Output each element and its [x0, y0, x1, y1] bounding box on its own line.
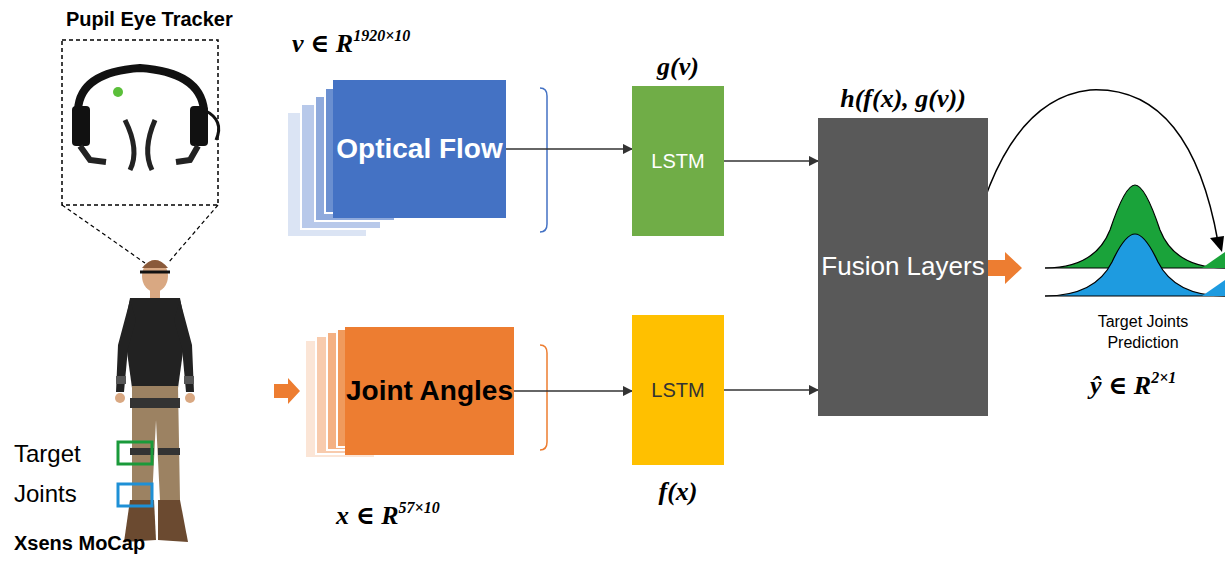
connector [506, 148, 632, 150]
math-superscript: 2×1 [1151, 369, 1176, 386]
box-text: Fusion Layers [821, 252, 984, 282]
flow-arrow [274, 378, 300, 404]
lstm-box: LSTMf(x) [632, 315, 724, 465]
fusion-box: h(f(x), g(v))Fusion Layers [818, 118, 988, 416]
target-joint-marker [118, 484, 152, 506]
function-label: h(f(x), g(v)) [840, 84, 966, 114]
box-text: Joint Angles [346, 375, 513, 407]
device-label: Pupil Eye Tracker [66, 8, 233, 30]
box-text: LSTM [651, 150, 704, 173]
connector [724, 389, 818, 391]
label-group: Xsens MoCap [14, 532, 145, 555]
label-group: Joints [14, 480, 77, 508]
input-frame: Optical Flow [333, 80, 506, 218]
math-superscript: 1920×10 [353, 27, 410, 44]
person-figure [115, 260, 195, 542]
bracket [540, 345, 547, 450]
label-group: ŷ ∈ R2×1 [1090, 370, 1176, 401]
math-superscript: 57×10 [399, 499, 440, 516]
connector [724, 160, 818, 162]
joint-label: Target [14, 440, 81, 467]
box-text: LSTM [651, 379, 704, 402]
connector [514, 390, 632, 392]
joint-label: Joints [14, 480, 77, 507]
math-label: ŷ ∈ R [1090, 371, 1151, 400]
label-group: Target Joints Prediction [1078, 312, 1208, 354]
callout-line [62, 205, 145, 263]
callout-line [168, 205, 218, 263]
label-group: x ∈ R57×10 [336, 500, 440, 531]
gaussian-curves [1045, 185, 1225, 296]
math-label: x ∈ R [336, 501, 399, 530]
output-label: Target Joints Prediction [1098, 313, 1189, 351]
input-frame: Joint Angles [345, 327, 514, 455]
label-group: Pupil Eye Tracker [66, 8, 233, 31]
function-label: g(v) [657, 52, 699, 82]
label-group: v ∈ R1920×10 [292, 28, 410, 59]
arrow-head [1210, 236, 1224, 252]
box-text: Optical Flow [336, 133, 502, 165]
function-label: f(x) [659, 477, 698, 507]
device-label: Xsens MoCap [14, 532, 145, 554]
math-label: v ∈ R [292, 29, 353, 58]
lstm-box: g(v)LSTM [632, 86, 724, 236]
eye-tracker-glasses [72, 68, 219, 170]
target-joint-marker [118, 442, 152, 464]
flow-arrow [985, 252, 1022, 284]
label-group: Target [14, 440, 81, 468]
curved-arrow [966, 90, 1218, 268]
callout-box [62, 40, 218, 205]
bracket [540, 88, 547, 232]
